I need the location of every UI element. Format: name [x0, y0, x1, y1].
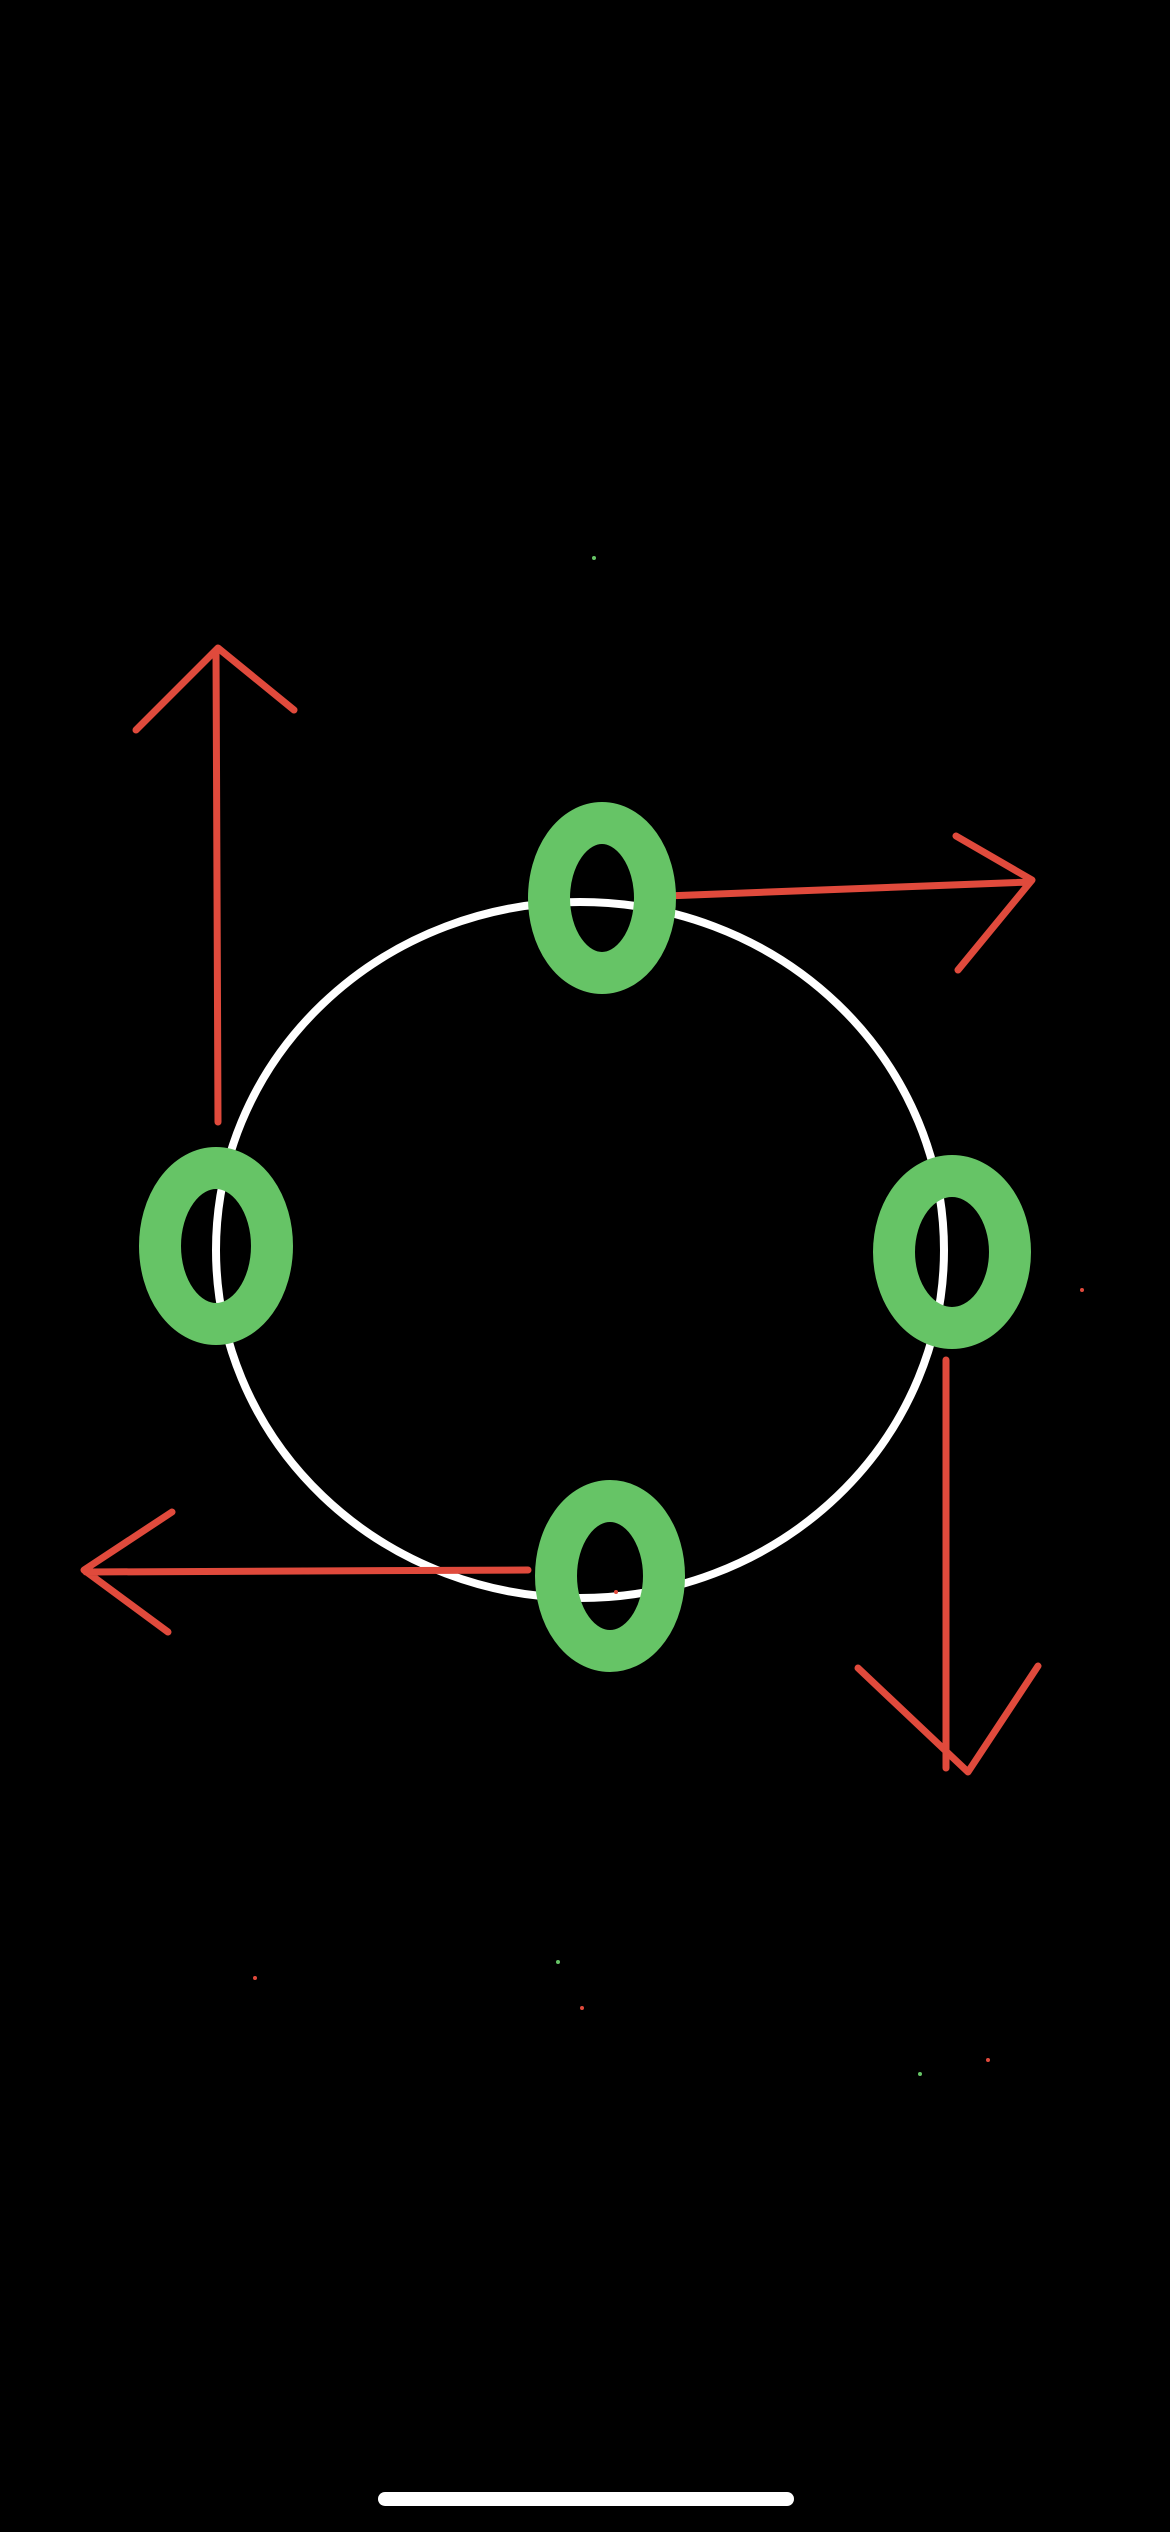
arrow-right	[662, 832, 1036, 974]
white-ring	[212, 898, 948, 1602]
home-indicator[interactable]	[378, 2492, 794, 2506]
speck	[592, 556, 596, 560]
speck	[556, 1960, 560, 1964]
arrow-left	[80, 1508, 532, 1636]
speck	[1080, 1288, 1084, 1292]
speck	[986, 2058, 990, 2062]
marker-left[interactable]	[139, 1147, 293, 1345]
marker-bottom[interactable]	[535, 1480, 685, 1672]
speck	[253, 1976, 257, 1980]
arrow-up	[132, 644, 298, 1126]
speck	[918, 2072, 922, 2076]
speck	[614, 1590, 618, 1594]
marker-right[interactable]	[873, 1155, 1031, 1349]
speck	[580, 2006, 584, 2010]
marker-top[interactable]	[528, 802, 676, 994]
arrow-down	[854, 1356, 1042, 1776]
